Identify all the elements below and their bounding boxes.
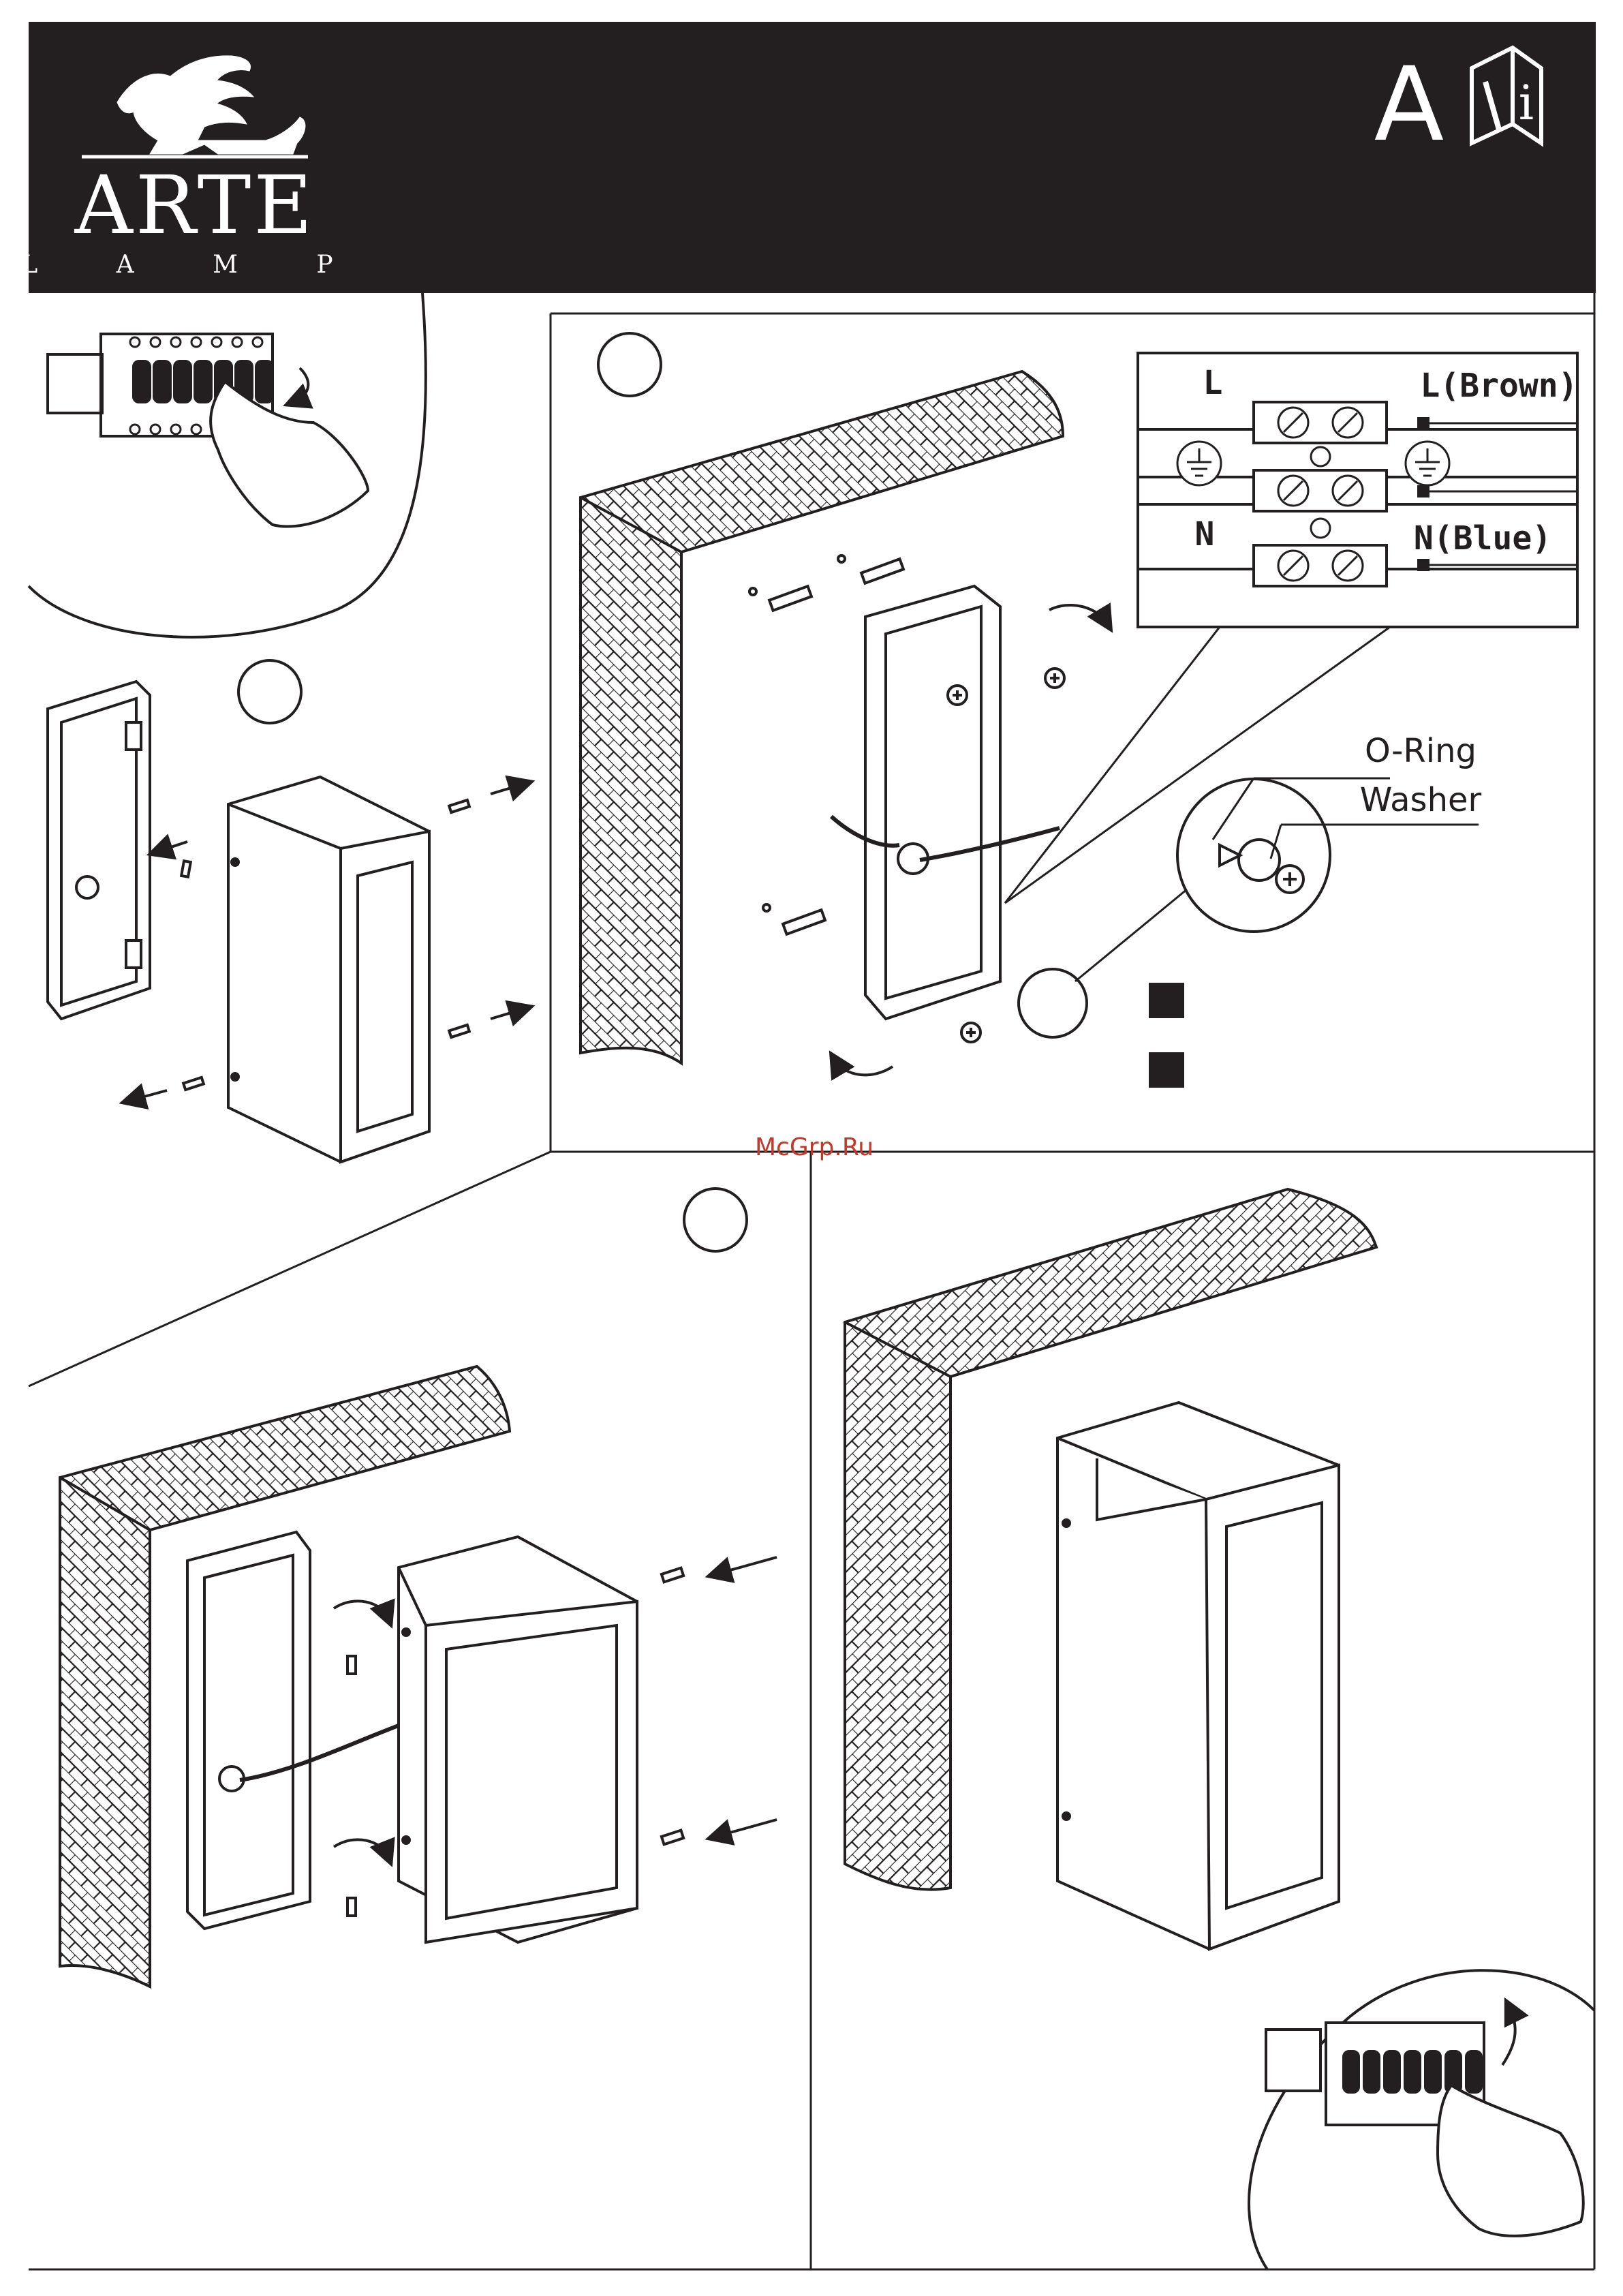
label-line-left: L [1203,364,1223,402]
svg-text:i: i [1519,75,1534,131]
legend-square [1149,1052,1184,1088]
label-washer: Washer [1360,781,1482,819]
label-neutral-right: N(Blue) [1414,519,1551,557]
step-marker-3 [684,1189,747,1251]
fixture-installed [1057,1403,1339,1949]
label-neutral-left: N [1195,515,1215,553]
housing-exploded [228,777,429,1162]
watermark: McGrp.Ru [755,1133,874,1161]
brand-sub: L A M P [21,251,368,279]
legend-square [1149,983,1184,1018]
section-letter: A [1374,46,1444,164]
housing-panel-3 [399,1537,637,1942]
switch-on-detail [1249,1970,1594,2269]
mounting-plate [831,586,1060,1019]
label-o-ring: O-Ring [1365,732,1477,770]
backplate-mounted [187,1532,402,1929]
step-marker-2 [598,333,661,396]
switch-off-detail [29,293,426,637]
backplate-exploded [48,682,150,1019]
ground-symbol-icon [1406,442,1449,485]
brand-name: ARTE [74,158,315,252]
ground-symbol-icon [1177,442,1221,485]
label-line-right: L(Brown) [1420,367,1577,405]
step-marker-1 [238,660,301,723]
